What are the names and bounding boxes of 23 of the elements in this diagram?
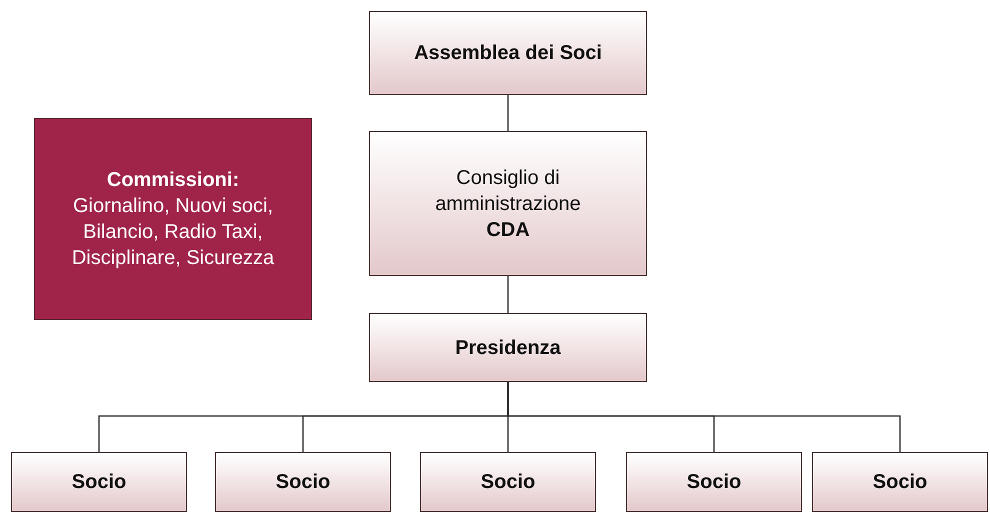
commission-box [34,118,312,320]
node-title: Socio [872,470,928,495]
node-text: Giornalino, Nuovi soci, Bilancio, Radio Taxi, Disciplinare, Sicurezza [70,194,276,271]
node-title: Socio [72,470,126,495]
node-title: Assemblea dei Soci [414,41,602,66]
connector-line [507,382,901,452]
connector-line [507,276,509,313]
org-box [369,313,647,382]
node-heading: CDA [486,218,530,242]
node-title: Socio [480,470,536,495]
org-box [420,452,596,512]
org-box [215,452,391,512]
org-box [11,452,187,512]
org-box [812,452,988,512]
node-title: Socio [276,470,330,495]
org-box [369,11,647,95]
org-box [626,452,802,512]
node-title: Socio [686,470,742,495]
org-box [369,131,647,276]
node-heading: Commissioni: [106,168,240,193]
node-title: Presidenza [455,336,561,360]
connector-line [507,95,509,131]
node-text: Consiglio di amministrazione [434,166,582,216]
